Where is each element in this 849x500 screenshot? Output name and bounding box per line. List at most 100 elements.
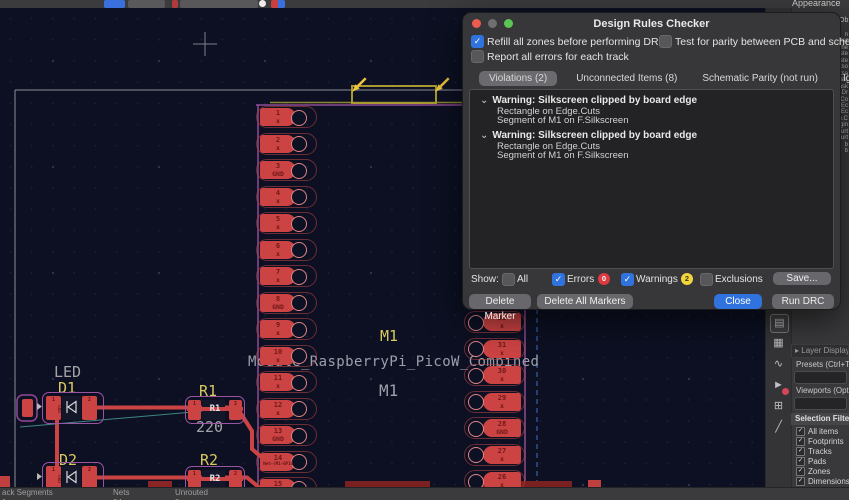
module-name-label[interactable]: Module_RaspberryPi_PicoW_Combined (248, 354, 540, 370)
footprint-r1[interactable]: 1 R1 2 (185, 396, 245, 424)
layer-name-fragment[interactable]: e.C (838, 115, 848, 122)
layer-name-fragment[interactable]: kso (838, 64, 848, 71)
drc-marker-arrow[interactable] (435, 77, 450, 92)
layer-name-fragment[interactable]: .Ec (839, 109, 848, 116)
filter-item-tracks[interactable]: ✓Tracks (796, 447, 832, 457)
checkbox-icon[interactable]: ✓ (796, 477, 805, 487)
drc-tab-3[interactable]: Ignored Tests (5) (842, 73, 849, 84)
toolbar-button-active[interactable] (104, 0, 125, 8)
run-drc-button[interactable]: Run DRC (772, 294, 834, 309)
layer-name-fragment[interactable]: ste (839, 51, 848, 58)
ref-r2-label[interactable]: R2 (200, 451, 219, 469)
edge-pad[interactable] (0, 476, 10, 487)
flagged-silkscreen-rect[interactable] (351, 85, 437, 104)
checkbox-icon[interactable]: ✓ (796, 467, 805, 477)
net-inspector-icon[interactable]: ▦ (773, 337, 784, 349)
layer-name-fragment[interactable]: .Co (838, 96, 848, 103)
objects-tab-fragment[interactable]: Ob (839, 17, 849, 24)
checkbox-icon[interactable]: ✓ (796, 427, 805, 437)
viewports-dropdown[interactable] (794, 397, 847, 410)
close-window-icon[interactable] (472, 19, 481, 28)
violation-header[interactable]: ⌄Warning: Silkscreen clipped by board ed… (480, 95, 698, 106)
layer-name-fragment[interactable]: her (839, 38, 848, 45)
filter-item-pads[interactable]: ✓Pads (796, 457, 827, 467)
ref-r1-label[interactable]: R1 (199, 382, 218, 400)
layer-name-fragment[interactable]: .Dr (840, 90, 848, 97)
layer-name-fragment[interactable]: b (844, 141, 848, 148)
filter-item-dimensions[interactable]: ✓Dimensions (796, 477, 849, 487)
pad-d1-2[interactable]: 2 (82, 396, 97, 420)
checkbox-icon[interactable]: ✓ (796, 457, 805, 467)
footprint-d1[interactable]: 1 GND 2 (42, 392, 104, 424)
drc-marker-arrow[interactable] (352, 77, 367, 92)
module-ref-label[interactable]: M1 (380, 327, 399, 345)
violation-detail[interactable]: Rectangle on Edge.Cuts (497, 140, 600, 152)
drc-tab-2[interactable]: Schematic Parity (not run) (702, 73, 818, 84)
pad-d2-2[interactable]: 2 (82, 466, 97, 487)
presets-dropdown[interactable] (794, 371, 847, 384)
refill-zones-checkbox[interactable] (471, 35, 484, 48)
value-r1-label[interactable]: 220 (196, 418, 224, 436)
toolbar-field[interactable] (180, 0, 258, 8)
layer-name-fragment[interactable]: .Ec (839, 102, 848, 109)
delete-marker-button[interactable]: Delete Marker (469, 294, 531, 322)
pad-d2-1[interactable]: 1 GND (46, 466, 61, 487)
toolbar-button[interactable] (128, 0, 165, 8)
edge-pad[interactable] (22, 399, 33, 417)
footprint-d2[interactable]: 1 GND 2 (42, 462, 104, 487)
pad-d1-1[interactable]: 1 GND (46, 396, 61, 420)
layer-name-fragment[interactable]: sk. (840, 77, 848, 84)
parity-checkbox[interactable] (659, 35, 672, 48)
minimize-window-icon[interactable] (488, 19, 497, 28)
appearance-tab-label[interactable]: Appearance (792, 0, 841, 8)
delete-all-markers-button[interactable]: Delete All Markers (537, 294, 633, 309)
checkbox-icon[interactable]: ✓ (796, 447, 805, 457)
close-button[interactable]: Close (714, 294, 762, 309)
layer-name-fragment[interactable]: ste (839, 57, 848, 64)
show-warnings-checkbox[interactable] (621, 273, 634, 286)
layer-name-fragment[interactable]: n (844, 32, 848, 38)
violation-header[interactable]: ⌄Warning: Silkscreen clipped by board ed… (480, 130, 698, 142)
checkbox-icon[interactable]: ✓ (796, 437, 805, 447)
chevron-down-icon[interactable]: ⌄ (480, 130, 489, 142)
layer-name-fragment[interactable]: b (844, 148, 848, 155)
measure-icon[interactable]: ╱ (775, 421, 782, 433)
violation-detail[interactable]: Segment of M1 on F.Silkscreen (497, 115, 629, 127)
report-errors-checkbox[interactable] (471, 50, 484, 63)
ref-d2-label[interactable]: D2 (59, 451, 78, 469)
layer-name-fragment[interactable]: lhe (839, 44, 848, 51)
module-ref-gray-label[interactable]: M1 (379, 381, 399, 400)
filter-item-zones[interactable]: ✓Zones (796, 467, 831, 477)
select-cursor-icon[interactable]: ► (770, 377, 789, 395)
layer-name-fragment[interactable]: urt (840, 135, 848, 142)
drc-tab-1[interactable]: Unconnected Items (8) (576, 73, 678, 84)
layers-panel-icon[interactable]: ▤ (770, 314, 789, 333)
pad-32[interactable]: 32x (464, 311, 525, 333)
show-errors-checkbox[interactable] (552, 273, 565, 286)
violations-list[interactable]: ⌄Warning: Silkscreen clipped by board ed… (469, 89, 834, 269)
layer-name-fragment[interactable]: ksa (838, 70, 848, 77)
footprint-r2[interactable]: 1 R2 2 (185, 466, 245, 487)
show-exclusions-checkbox[interactable] (700, 273, 713, 286)
violation-detail[interactable]: Rectangle on Edge.Cuts (497, 105, 600, 117)
layer-name-fragment[interactable]: ask (838, 83, 848, 90)
chevron-down-icon[interactable]: ⌄ (480, 95, 489, 106)
save-button[interactable]: Save... (773, 272, 831, 285)
